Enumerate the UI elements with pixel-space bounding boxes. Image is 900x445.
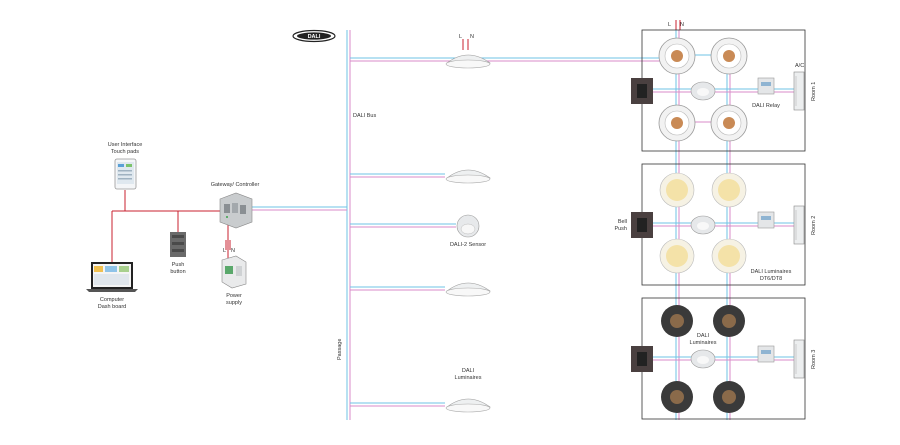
touch-pad-device: [114, 158, 137, 190]
dali-2-sensor: [456, 214, 480, 238]
passage-downlight-3: [445, 282, 491, 297]
room-1-label: Room 1: [811, 82, 817, 101]
room-3-ac-unit: [793, 339, 805, 379]
gateway-controller-device: [219, 192, 253, 229]
room-3-relay: [757, 345, 775, 363]
power-supply-label-2: supply: [226, 300, 242, 306]
passage-downlight-4: [445, 398, 491, 413]
dali-lum-dt-label-1: DALI Luminaires: [751, 269, 792, 275]
room-3-lum-label-1: DALI: [697, 333, 710, 339]
dali-lum-dt-label-2: DT6/DT8: [760, 276, 782, 282]
power-n-label: N: [231, 248, 235, 254]
dali-bus-label: DALI Bus: [353, 113, 376, 119]
passage-label: Passage: [337, 339, 343, 360]
room1-l-label: L: [668, 22, 671, 28]
room-3-switch: [631, 346, 653, 372]
room-3-lum-label-2: Luminaires: [690, 340, 717, 346]
room-3-sensor: [690, 349, 716, 369]
room-1-sensor: [690, 81, 716, 101]
power-supply-label-1: Power: [226, 293, 242, 299]
push-button-device: [170, 232, 186, 257]
room-1-spotlights: [658, 37, 748, 142]
dali-bus-wiring: [248, 30, 795, 420]
touch-pad-label-1: User Interface: [108, 142, 143, 148]
sensor-label: DALI-2 Sensor: [450, 242, 486, 248]
bell-label-1: Bell: [618, 219, 627, 225]
dali-relay-label: DALI Relay: [752, 103, 780, 109]
room-2-ac-unit: [793, 205, 805, 245]
lum-n-label: N: [470, 34, 474, 40]
power-l-label: L: [223, 248, 226, 254]
room-2-bell-switch: [631, 212, 653, 238]
room-1-switch: [631, 78, 653, 104]
computer-label-2: Dash board: [98, 304, 126, 310]
dali-logo: DALI: [292, 29, 336, 43]
bell-label-2: Push: [614, 226, 627, 232]
lum-l-label: L: [459, 34, 462, 40]
touch-pad-label-2: Touch pads: [111, 149, 139, 155]
network-wiring: [111, 20, 681, 262]
computer-label-1: Computer: [100, 297, 124, 303]
room-2-sensor: [690, 215, 716, 235]
room-3-downlights: [661, 305, 745, 413]
room-1-relay: [757, 77, 775, 95]
push-button-label-1: Push: [172, 262, 185, 268]
gateway-label: Gateway/ Controller: [211, 182, 260, 188]
room-1-ac-unit: [793, 71, 805, 111]
room-2-relay: [757, 211, 775, 229]
room1-n-label: N: [680, 22, 684, 28]
laptop-icon: [86, 262, 138, 292]
push-button-label-2: button: [170, 269, 185, 275]
passage-downlight-1: L N: [445, 34, 491, 69]
room-2-led-panels: [659, 172, 747, 274]
room-2-label: Room 2: [811, 216, 817, 235]
dali-luminaires-label-2: Luminaires: [455, 375, 482, 381]
dali-logo-text: DALI: [308, 34, 321, 40]
ac-label: A/C: [795, 63, 804, 69]
passage-downlight-2: [445, 169, 491, 184]
dali-luminaires-label-1: DALI: [462, 368, 475, 374]
power-supply-device: L N: [221, 248, 247, 289]
room-3-label: Room 3: [811, 350, 817, 369]
